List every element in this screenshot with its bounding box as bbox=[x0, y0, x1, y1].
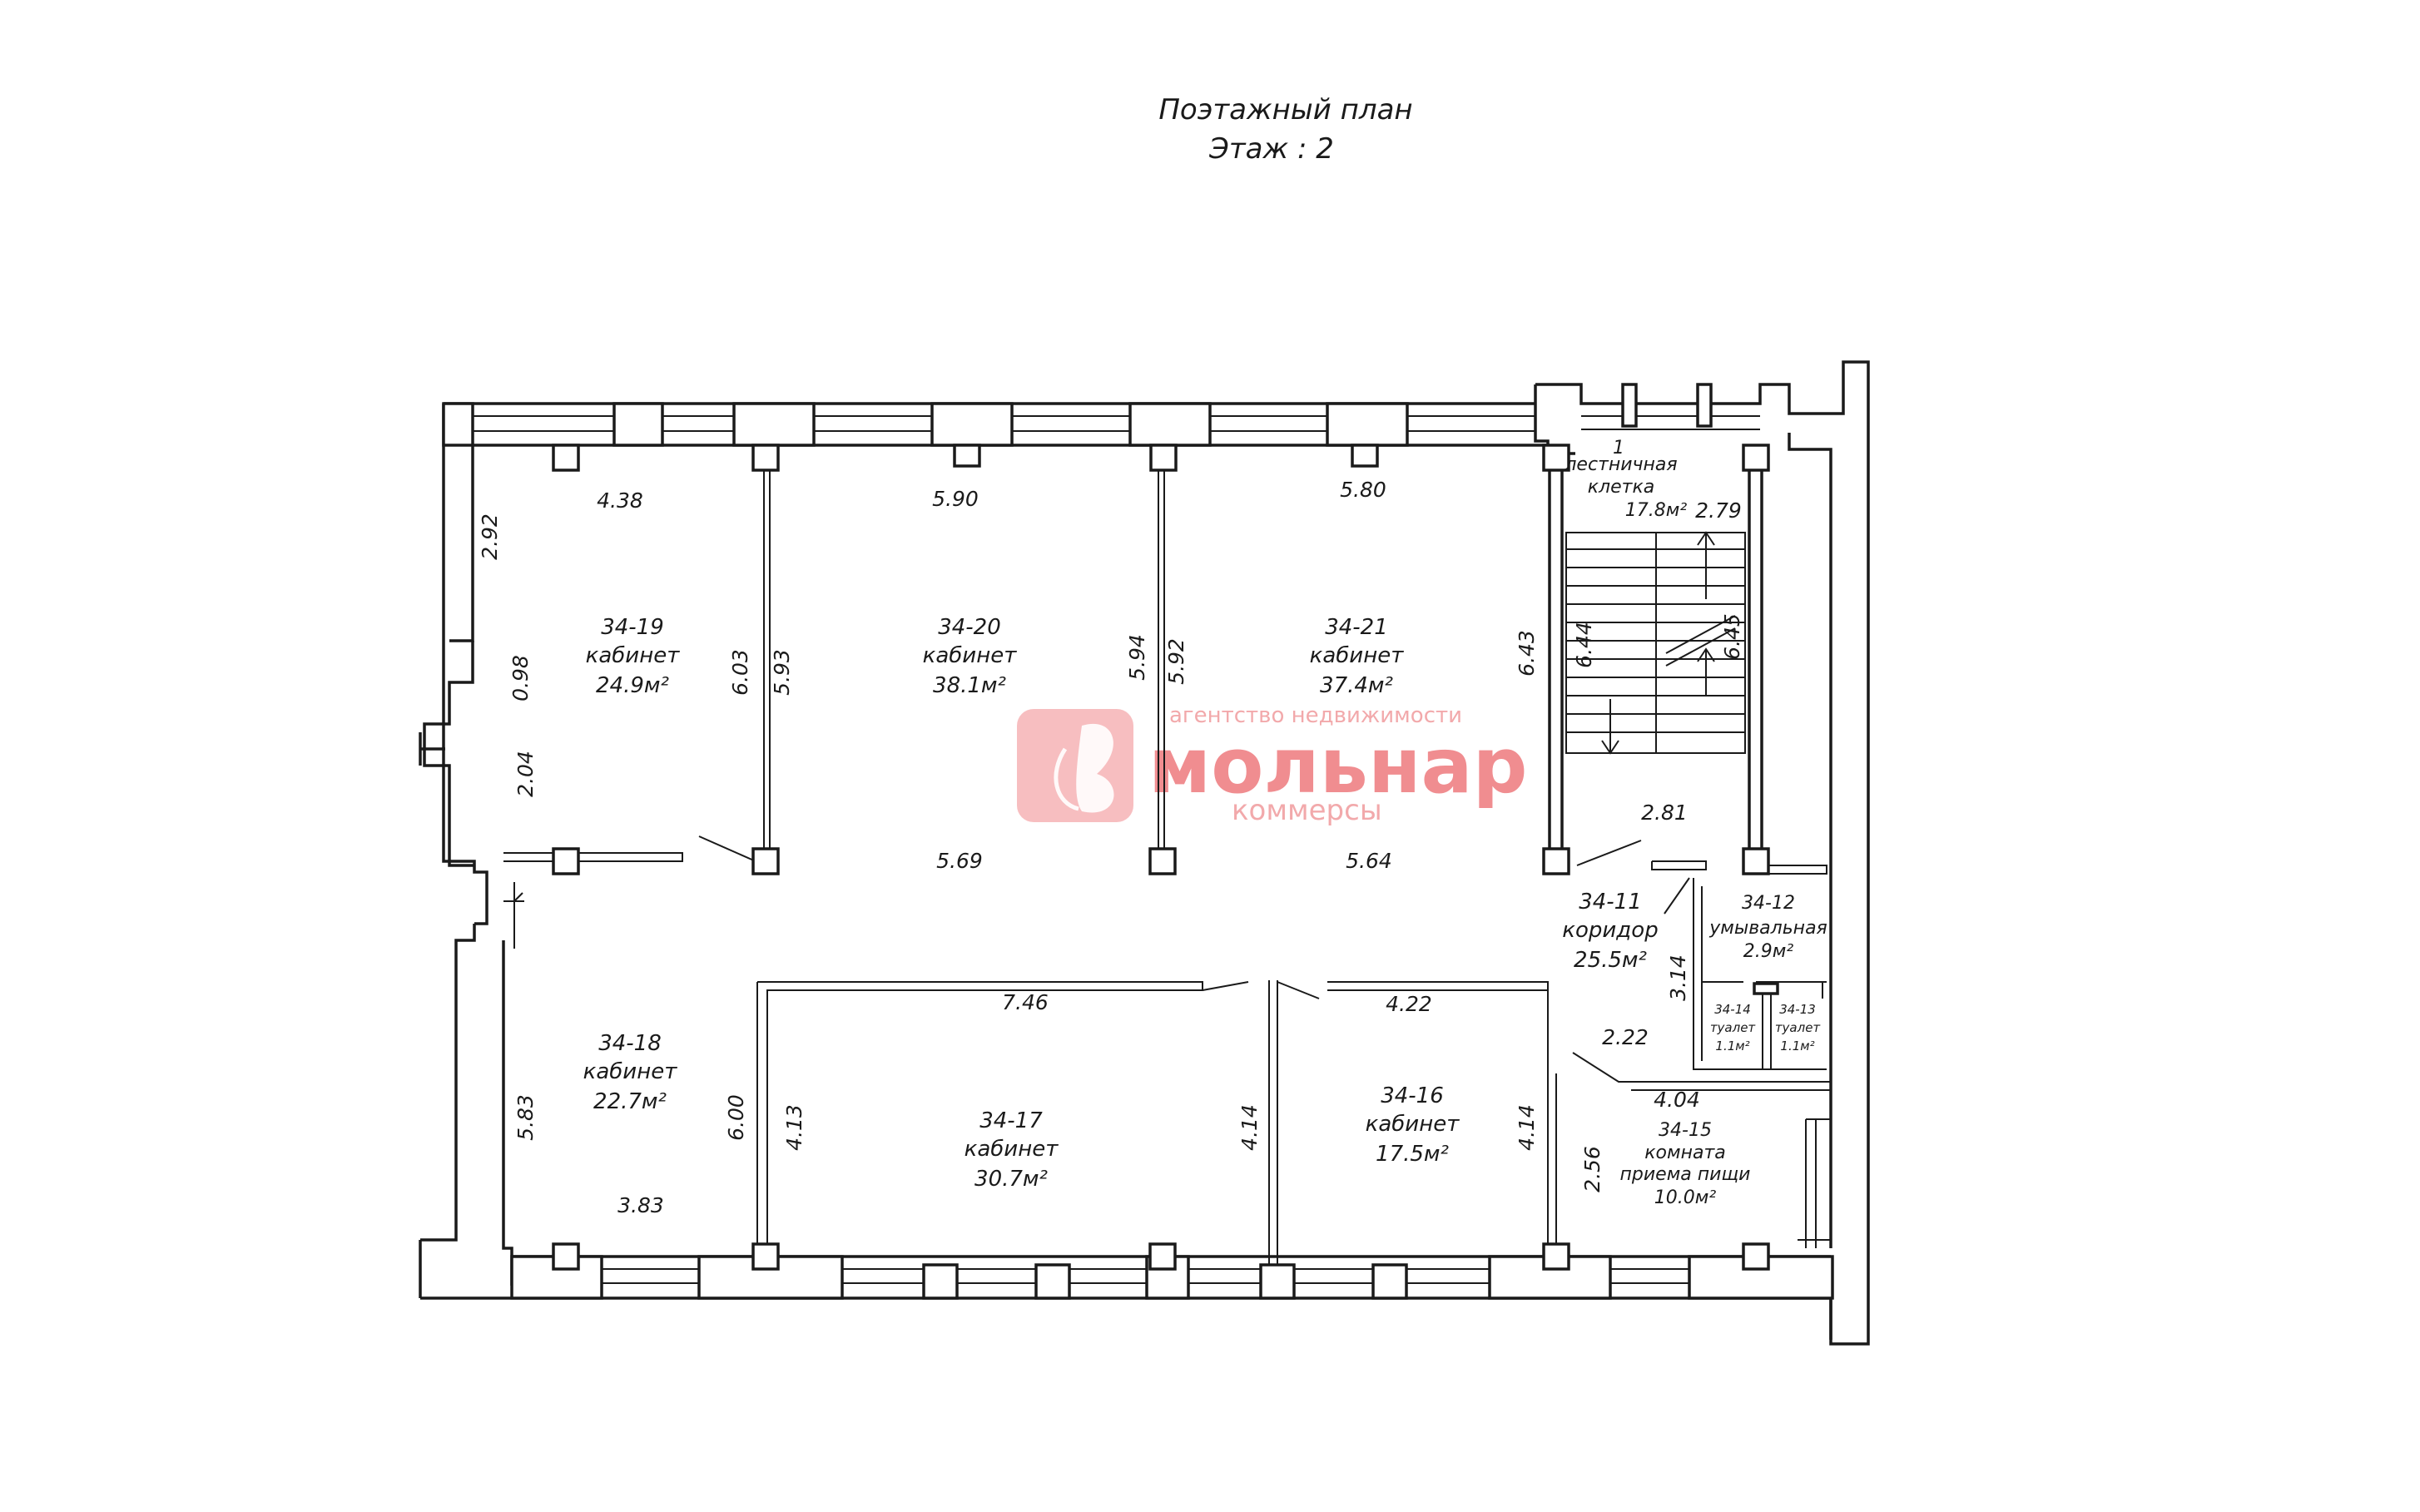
room-34-17: 34-17 кабинет 30.7м² bbox=[965, 1108, 1059, 1192]
dimension-labels: 4.38 5.90 5.80 2.92 0.98 2.04 6.03 5.93 … bbox=[478, 478, 1744, 1217]
svg-text:кабинет: кабинет bbox=[586, 643, 681, 668]
dim-stair-a: 6.44 bbox=[1572, 622, 1596, 668]
svg-text:кабинет: кабинет bbox=[1366, 1112, 1460, 1137]
room-34-18: 34-18 кабинет 22.7м² bbox=[583, 1031, 678, 1114]
dim-r20-left: 5.93 bbox=[770, 649, 794, 696]
room-34-20: 34-20 кабинет 38.1м² bbox=[923, 615, 1018, 698]
dim-stair-b: 6.45 bbox=[1720, 613, 1744, 660]
dim-r19-left-mid: 0.98 bbox=[508, 655, 533, 701]
room-34-11: 34-11 коридор 25.5м² bbox=[1562, 890, 1658, 973]
svg-text:умывальная: умывальная bbox=[1708, 918, 1827, 939]
svg-text:коридор: коридор bbox=[1562, 918, 1658, 943]
svg-text:кабинет: кабинет bbox=[965, 1137, 1059, 1162]
dim-r19-right: 6.03 bbox=[728, 649, 752, 696]
plan-title: Поэтажный план bbox=[1158, 93, 1412, 126]
dim-corridor-right: 3.14 bbox=[1666, 954, 1690, 1001]
dim-r21-bot: 5.64 bbox=[1346, 849, 1392, 873]
svg-text:10.0м²: 10.0м² bbox=[1654, 1187, 1717, 1208]
dim-r21-top: 5.80 bbox=[1340, 478, 1386, 502]
svg-text:клетка: клетка bbox=[1588, 477, 1654, 498]
svg-text:37.4м²: 37.4м² bbox=[1320, 673, 1393, 698]
columns bbox=[552, 444, 1770, 1271]
dim-r18-left: 5.83 bbox=[513, 1094, 538, 1141]
svg-text:17.8м²: 17.8м² bbox=[1625, 500, 1688, 521]
svg-text:34-12: 34-12 bbox=[1742, 893, 1795, 914]
dim-r18-bot: 3.83 bbox=[617, 1193, 664, 1217]
dim-r15-top: 4.04 bbox=[1654, 1088, 1700, 1112]
svg-text:лестничная: лестничная bbox=[1564, 454, 1677, 475]
watermark: агентство недвижимости мольнар коммерсы bbox=[1017, 703, 1527, 827]
svg-text:комната: комната bbox=[1644, 1143, 1726, 1163]
dim-r15-left: 2.56 bbox=[1580, 1146, 1604, 1192]
svg-text:туалет: туалет bbox=[1775, 1020, 1822, 1035]
svg-text:34-11: 34-11 bbox=[1579, 890, 1642, 915]
interior-walls bbox=[503, 462, 1832, 1265]
svg-text:кабинет: кабинет bbox=[1310, 643, 1405, 668]
svg-text:38.1м²: 38.1м² bbox=[933, 673, 1006, 698]
dim-r16-top: 4.22 bbox=[1386, 992, 1432, 1016]
svg-text:17.5м²: 17.5м² bbox=[1376, 1142, 1449, 1167]
svg-text:34-14: 34-14 bbox=[1714, 1002, 1751, 1017]
watermark-top-text: агентство недвижимости bbox=[1169, 703, 1462, 728]
dim-r21-left: 5.92 bbox=[1164, 638, 1188, 685]
svg-text:34-13: 34-13 bbox=[1779, 1002, 1816, 1017]
svg-text:34-17: 34-17 bbox=[979, 1108, 1043, 1133]
svg-text:34-15: 34-15 bbox=[1659, 1120, 1712, 1141]
svg-text:34-20: 34-20 bbox=[938, 615, 1001, 640]
svg-text:22.7м²: 22.7м² bbox=[593, 1089, 667, 1114]
dim-r19-left-bot: 2.04 bbox=[513, 751, 538, 797]
watermark-main-text: мольнар bbox=[1148, 721, 1527, 811]
dim-r19-left-top: 2.92 bbox=[478, 513, 502, 560]
svg-text:кабинет: кабинет bbox=[923, 643, 1018, 668]
svg-text:1.1м²: 1.1м² bbox=[1715, 1039, 1749, 1053]
svg-text:25.5м²: 25.5м² bbox=[1574, 948, 1647, 973]
dim-r17-right: 4.14 bbox=[1237, 1104, 1262, 1151]
dim-stair-top: 2.79 bbox=[1695, 498, 1742, 523]
dim-r20-top: 5.90 bbox=[932, 487, 979, 511]
room-34-19: 34-19 кабинет 24.9м² bbox=[586, 615, 681, 698]
svg-text:2.9м²: 2.9м² bbox=[1743, 941, 1794, 962]
staircase bbox=[1565, 531, 1746, 755]
svg-text:кабинет: кабинет bbox=[583, 1059, 678, 1084]
svg-text:туалет: туалет bbox=[1710, 1020, 1757, 1035]
room-34-12: 34-12 умывальная 2.9м² bbox=[1708, 893, 1827, 962]
room-labels: 34-19 кабинет 24.9м² 34-20 кабинет 38.1м… bbox=[583, 438, 1827, 1208]
svg-text:34-18: 34-18 bbox=[598, 1031, 662, 1056]
room-34-14: 34-14 туалет 1.1м² bbox=[1710, 1002, 1757, 1053]
svg-text:34-19: 34-19 bbox=[601, 615, 664, 640]
dim-r17-top: 7.46 bbox=[1002, 990, 1049, 1014]
dim-r18-right: 6.00 bbox=[724, 1094, 748, 1141]
room-34-16: 34-16 кабинет 17.5м² bbox=[1366, 1083, 1460, 1167]
dim-r21-right: 6.43 bbox=[1515, 630, 1539, 677]
svg-text:30.7м²: 30.7м² bbox=[974, 1167, 1048, 1192]
svg-text:34-21: 34-21 bbox=[1325, 615, 1388, 640]
floor-label: Этаж : 2 bbox=[1208, 132, 1334, 166]
svg-text:приема пищи: приема пищи bbox=[1620, 1164, 1751, 1185]
svg-text:1.1м²: 1.1м² bbox=[1780, 1039, 1814, 1053]
room-stairwell: 1 лестничная клетка 17.8м² bbox=[1564, 438, 1687, 521]
dim-r16-right: 4.14 bbox=[1515, 1104, 1539, 1151]
dim-r20-bot: 5.69 bbox=[936, 849, 983, 873]
watermark-sub-text: коммерсы bbox=[1232, 794, 1382, 827]
dim-r19-top: 4.38 bbox=[597, 488, 643, 513]
dim-corridor-bot: 2.22 bbox=[1602, 1025, 1649, 1049]
room-34-13: 34-13 туалет 1.1м² bbox=[1775, 1002, 1822, 1053]
butterfly-logo-icon bbox=[1017, 709, 1133, 822]
room-34-21: 34-21 кабинет 37.4м² bbox=[1310, 615, 1405, 698]
room-34-15: 34-15 комната приема пищи 10.0м² bbox=[1620, 1120, 1751, 1208]
svg-text:24.9м²: 24.9м² bbox=[596, 673, 669, 698]
dim-r20-right: 5.94 bbox=[1125, 634, 1149, 681]
dim-stair-bot: 2.81 bbox=[1641, 801, 1688, 825]
svg-text:34-16: 34-16 bbox=[1381, 1083, 1444, 1108]
svg-text:1: 1 bbox=[1613, 438, 1624, 459]
dim-r17-left: 4.13 bbox=[782, 1104, 806, 1151]
